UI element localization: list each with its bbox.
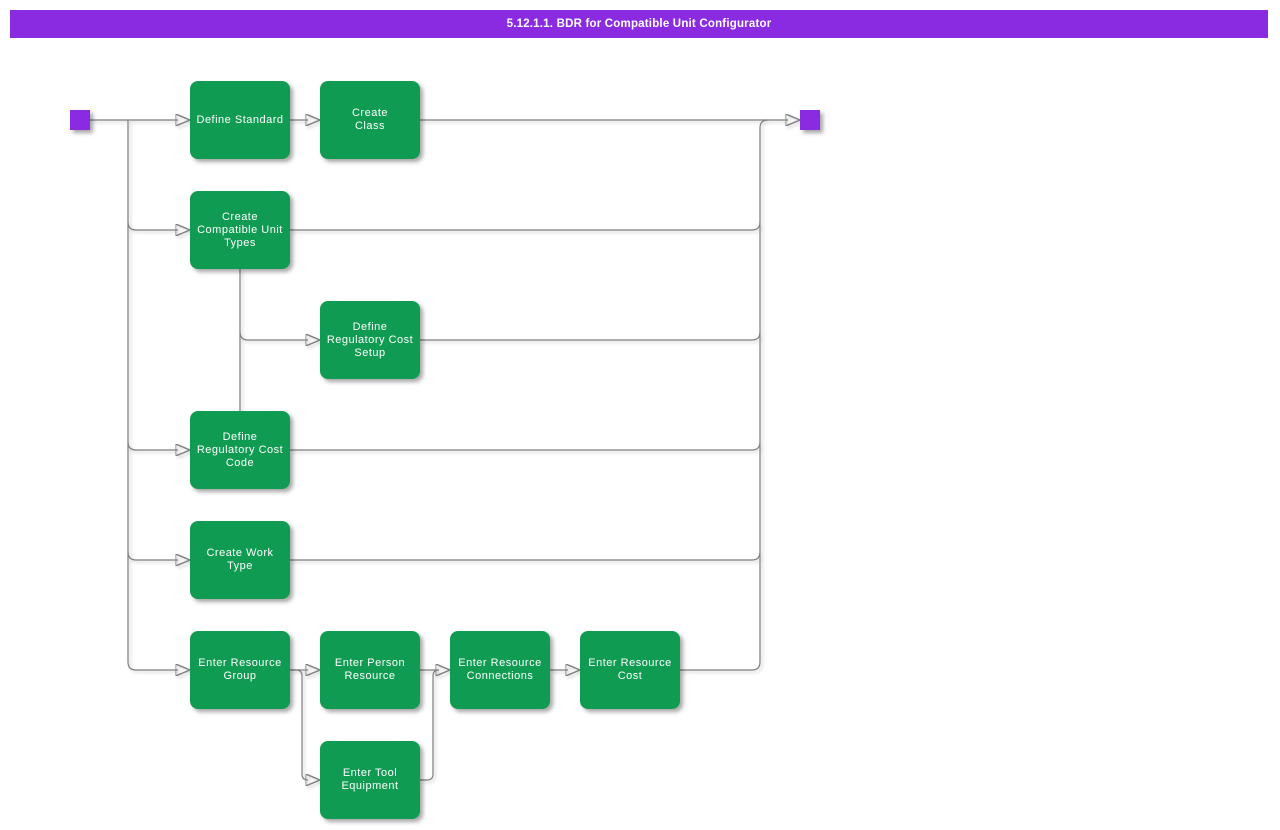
activity-label: Define Regulatory Cost Code	[196, 430, 284, 469]
edge-start-define-regulatory-cost-code	[127, 441, 178, 450]
activity-define-standard[interactable]: Define Standard	[190, 81, 290, 159]
activity-define-regulatory-cost-code[interactable]: Define Regulatory Cost Code	[190, 411, 290, 489]
title-bar: 5.12.1.1. BDR for Compatible Unit Config…	[10, 10, 1268, 38]
activity-create-class[interactable]: Create Class	[320, 81, 420, 159]
activity-create-work-type[interactable]: Create Work Type	[190, 521, 290, 599]
activity-label: Create Class	[351, 107, 389, 132]
start-node	[70, 110, 90, 130]
activity-label: Create Compatible Unit Types	[197, 210, 283, 249]
activity-enter-resource-cost[interactable]: Enter Resource Cost	[580, 631, 680, 709]
activity-label: Enter Resource Connections	[458, 657, 542, 682]
edge-start-create-work-type	[127, 551, 178, 560]
edge-enter-resource-cost-end	[680, 119, 769, 671]
activity-label: Enter Person Resource	[334, 657, 406, 682]
edge-start-create-compatible-unit-types	[127, 221, 178, 230]
edge-start-enter-resource-group	[127, 120, 178, 670]
edge-enter-tool-equipment-enter-resource-connections	[420, 669, 440, 781]
activity-enter-person-resource[interactable]: Enter Person Resource	[320, 631, 420, 709]
edge-create-compatible-unit-types-end	[290, 221, 761, 231]
end-node	[800, 110, 820, 130]
activity-label: Create Work Type	[206, 547, 274, 572]
edge-enter-resource-group-enter-tool-equipment	[290, 669, 308, 780]
edge-define-regulatory-cost-setup-end	[420, 331, 761, 341]
activity-label: Enter Resource Group	[198, 657, 282, 682]
edge-create-work-type-end	[290, 551, 761, 561]
activity-label: Define Standard	[196, 113, 284, 126]
activity-label: Enter Resource Cost	[588, 657, 672, 682]
edge-define-regulatory-cost-code-end	[290, 441, 761, 451]
activity-label: Enter Tool Equipment	[341, 767, 399, 792]
activity-enter-resource-connections[interactable]: Enter Resource Connections	[450, 631, 550, 709]
activity-enter-tool-equipment[interactable]: Enter Tool Equipment	[320, 741, 420, 819]
activity-define-regulatory-cost-setup[interactable]: Define Regulatory Cost Setup	[320, 301, 420, 379]
activity-create-compatible-unit-types[interactable]: Create Compatible Unit Types	[190, 191, 290, 269]
edge-create-compatible-unit-types-define-regulatory-cost-setup	[239, 331, 308, 340]
activity-label: Define Regulatory Cost Setup	[326, 320, 414, 359]
page-title: 5.12.1.1. BDR for Compatible Unit Config…	[506, 18, 772, 30]
activity-enter-resource-group[interactable]: Enter Resource Group	[190, 631, 290, 709]
